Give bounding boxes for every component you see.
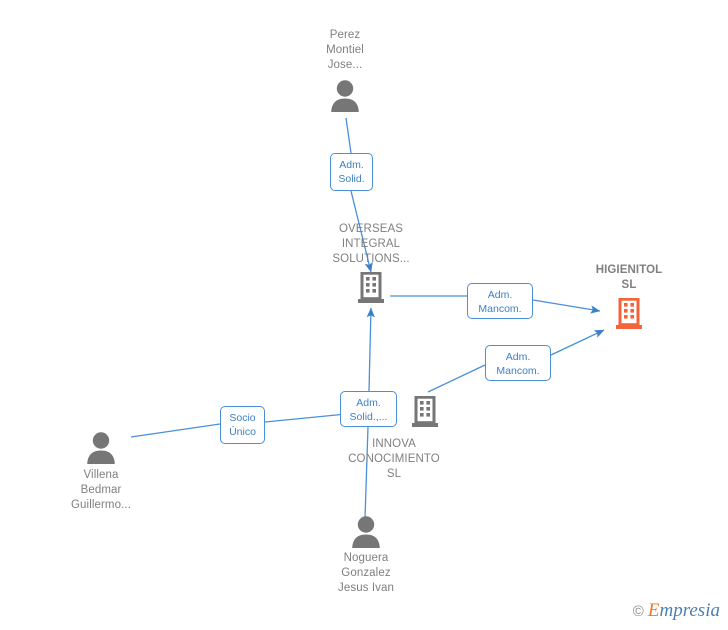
copyright-icon: ©: [632, 602, 644, 620]
edge-label2-to-higienitol: [550, 329, 605, 356]
company-building-icon: [306, 267, 436, 304]
edge-innova-to-label2: [427, 364, 486, 393]
edge-label-socio-unico-villena[interactable]: Socio Único: [220, 406, 265, 444]
node-overseas-integral-solutions[interactable]: OVERSEAS INTEGRAL SOLUTIONS...: [306, 222, 436, 304]
watermark-brand-initial: E: [647, 600, 660, 621]
node-label-innova-conocimiento-sl: INNOVA CONOCIMIENTO SL: [348, 438, 440, 480]
node-label-higienitol-sl: HIGIENITOL SL: [595, 264, 663, 291]
company-building-icon: [410, 395, 440, 428]
node-noguera-gonzalez[interactable]: Noguera Gonzalez Jesus Ivan: [306, 516, 426, 596]
person-icon: [41, 432, 161, 464]
person-icon: [306, 516, 426, 548]
edge-label-adm-solid-perez[interactable]: Adm. Solid.: [330, 153, 373, 191]
node-label-perez-montiel: Perez Montiel Jose...: [326, 29, 364, 71]
node-label-overseas-integral-solutions: OVERSEAS INTEGRAL SOLUTIONS...: [332, 223, 410, 265]
node-label-noguera-gonzalez: Noguera Gonzalez Jesus Ivan: [338, 552, 394, 594]
node-perez-montiel[interactable]: Perez Montiel Jose...: [295, 28, 395, 112]
edge-label-adm-solid-noguera[interactable]: Adm. Solid.,...: [340, 391, 397, 427]
node-villena-bedmar[interactable]: Villena Bedmar Guillermo...: [41, 432, 161, 513]
edge-perez-to-label: [345, 117, 352, 154]
edge-label-to-higienitol-top: [532, 299, 601, 314]
node-label-villena-bedmar: Villena Bedmar Guillermo...: [71, 469, 131, 511]
edge-label-to-overseas: [350, 190, 373, 273]
edge-villena-to-label: [130, 423, 221, 438]
node-higienitol-sl[interactable]: HIGIENITOL SL: [569, 263, 689, 330]
node-innova-conocimiento-sl[interactable]: INNOVA CONOCIMIENTO SL: [333, 395, 455, 482]
watermark-brand-rest: mpresia: [659, 600, 720, 621]
edge-label-adm-mancom-overseas[interactable]: Adm. Mancom.: [467, 283, 533, 319]
watermark-brand: Empresia: [648, 600, 720, 622]
edge-label-adm-mancom-innova[interactable]: Adm. Mancom.: [485, 345, 551, 381]
person-icon: [295, 73, 395, 112]
company-building-icon-highlight: [569, 293, 689, 330]
watermark: © Empresia: [633, 600, 720, 622]
edge-noguera-to-label: [364, 426, 369, 519]
edge-label-to-overseas-2: [366, 307, 375, 392]
